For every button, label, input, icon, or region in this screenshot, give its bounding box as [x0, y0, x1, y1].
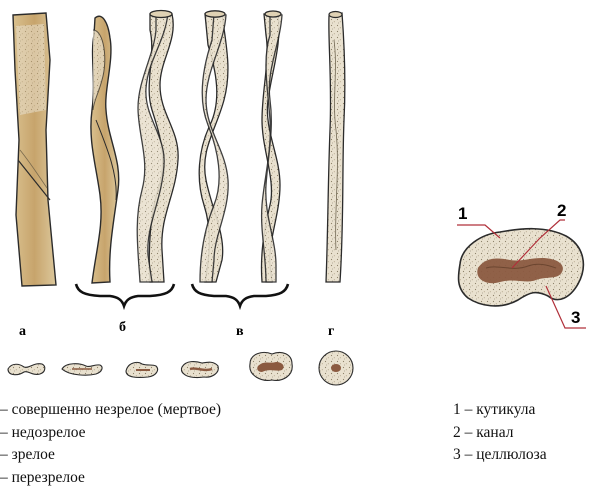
- stage-label-g: г: [328, 324, 334, 339]
- cross-section-3: [126, 362, 158, 377]
- cross-section-2: [62, 364, 102, 375]
- fiber-b1: [91, 16, 119, 283]
- brace-v: [192, 284, 288, 306]
- parts-legend-item: 1 – кутикула: [453, 399, 547, 422]
- fiber-a: [13, 13, 56, 286]
- maturity-legend: – совершенно незрелое (мертвое) – недозр…: [0, 399, 221, 489]
- parts-legend: 1 – кутикула 2 – канал 3 – целлюлоза: [453, 399, 547, 467]
- part-label-1: 1: [458, 204, 467, 223]
- stage-label-a: а: [19, 324, 26, 339]
- fiber-v2: [261, 11, 282, 282]
- cross-section-1: [8, 364, 45, 375]
- parts-legend-item: 3 – целлюлоза: [453, 444, 547, 467]
- maturity-legend-item: – недозрелое: [0, 422, 221, 445]
- cross-section-6: [319, 351, 353, 385]
- parts-legend-item: 2 – канал: [453, 422, 547, 445]
- fiber-b2: [137, 11, 178, 283]
- maturity-legend-item: – совершенно незрелое (мертвое): [0, 399, 221, 422]
- fiber-v1: [199, 11, 228, 282]
- part-label-3: 3: [571, 308, 580, 327]
- brace-b: [76, 284, 174, 306]
- maturity-legend-item: – перезрелое: [0, 467, 221, 490]
- cross-section-row: [8, 351, 353, 385]
- part-label-2: 2: [557, 201, 566, 220]
- cross-section-detail: 1 2 3: [457, 201, 586, 328]
- stage-label-v: в: [236, 324, 244, 339]
- cross-section-4: [181, 362, 218, 378]
- fiber-g: [326, 12, 345, 283]
- maturity-legend-item: – зрелое: [0, 444, 221, 467]
- stage-label-b: б: [119, 320, 126, 335]
- cross-section-5: [250, 352, 292, 380]
